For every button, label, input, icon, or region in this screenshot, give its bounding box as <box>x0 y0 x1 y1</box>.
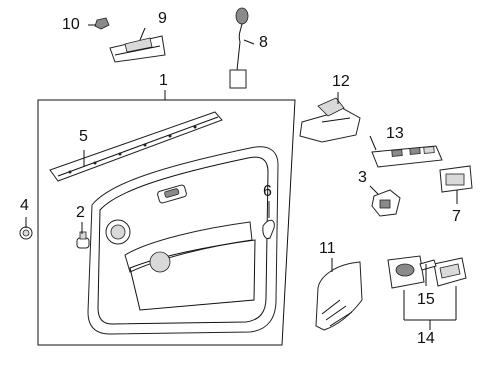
actuator-part-12 <box>299 97 361 143</box>
rod-part-8 <box>229 7 249 89</box>
clip-part-6 <box>262 219 275 239</box>
callout-15: 15 <box>417 291 435 308</box>
callout-14: 14 <box>417 330 435 347</box>
leader-lines <box>25 24 458 330</box>
callout-13: 13 <box>386 125 404 142</box>
callout-4: 4 <box>20 197 29 214</box>
callout-6: 6 <box>263 183 272 200</box>
callout-2: 2 <box>76 204 85 221</box>
door-panel-group-outline <box>37 99 296 346</box>
weatherstrip-part-5 <box>49 111 223 182</box>
clip-part-4 <box>19 226 33 240</box>
bolt-part-10 <box>94 17 110 30</box>
switch-part-3 <box>371 189 401 217</box>
callout-7: 7 <box>452 208 461 225</box>
callout-5: 5 <box>79 128 88 145</box>
bracket-part-9 <box>109 35 166 63</box>
callout-3: 3 <box>358 169 367 186</box>
callout-12: 12 <box>332 73 350 90</box>
callout-9: 9 <box>158 10 167 27</box>
inner-handle-part-14 <box>387 255 467 289</box>
callout-8: 8 <box>259 34 268 51</box>
clip-part-2 <box>76 231 90 249</box>
cover-part-11 <box>315 261 363 331</box>
window-switch-part-13 <box>371 145 443 168</box>
callout-11: 11 <box>319 240 336 257</box>
callout-10: 10 <box>62 16 80 33</box>
callout-1: 1 <box>159 72 168 89</box>
door-trim-panel <box>87 146 279 335</box>
clip-part-15 <box>419 259 437 271</box>
switch-bezel-part-7 <box>439 165 473 193</box>
